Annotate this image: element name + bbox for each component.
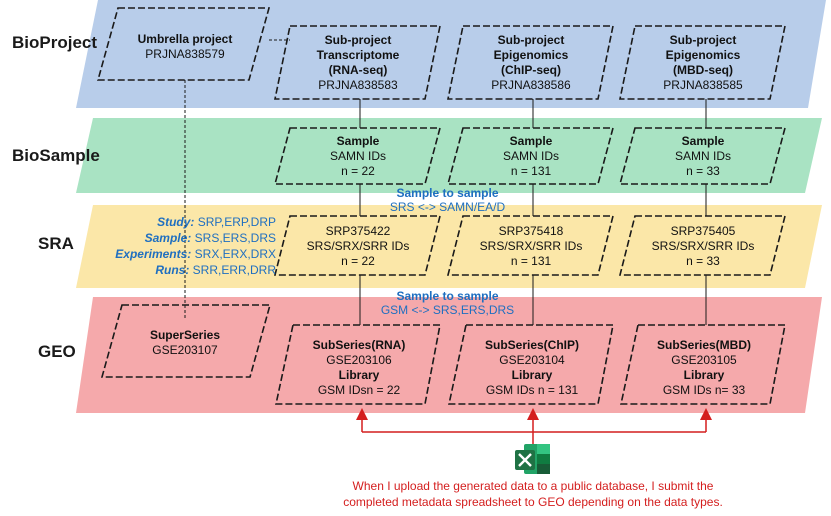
umbrella-project-text: Umbrella project PRJNA838579 <box>115 32 255 62</box>
subproject-rna-l3: (RNA-seq) <box>328 63 388 77</box>
upload-note-line1: When I upload the generated data to a pu… <box>352 479 714 493</box>
subproject-chip-id: PRJNA838586 <box>491 78 571 92</box>
sample-to-sample-upper-title: Sample to sample <box>396 186 499 200</box>
subseries-rna-box <box>275 324 441 405</box>
sra-rna-text: SRP375422 SRS/SRX/SRR IDs n = 22 <box>283 224 433 269</box>
sample-mbd-ids: SAMN IDs <box>674 149 731 163</box>
sra-legend-experiments: Experiments: SRX,ERX,DRX <box>115 247 276 261</box>
subproject-mbd-box <box>619 25 786 100</box>
subproject-mbd-l1: Sub-project <box>669 33 737 47</box>
upload-note: When I upload the generated data to a pu… <box>290 478 776 510</box>
superseries-box <box>100 304 272 378</box>
sample-chip-ids: SAMN IDs <box>502 149 559 163</box>
sra-legend-sample: Sample: SRS,ERS,DRS <box>144 231 276 245</box>
subseries-mbd-lib: Library <box>683 368 725 382</box>
subproject-rna-box <box>274 25 441 100</box>
subseries-rna-lib: Library <box>338 368 380 382</box>
row-label-geo: GEO <box>38 342 76 361</box>
umbrella-project-title: Umbrella project <box>137 32 233 46</box>
geo-band <box>76 297 822 413</box>
subseries-rna-gsm: GSM IDsn = 22 <box>317 383 401 397</box>
sra-chip-n: n = 131 <box>510 254 552 268</box>
sample-mbd-box <box>618 127 787 185</box>
sra-chip-id: SRP375418 <box>498 224 564 238</box>
sra-mbd-n: n = 33 <box>686 254 720 268</box>
upload-note-line2: completed metadata spreadsheet to GEO de… <box>343 495 723 509</box>
subseries-chip-lib: Library <box>511 368 553 382</box>
row-label-bioproject: BioProject <box>12 33 98 52</box>
sra-mbd-ids: SRS/SRX/SRR IDs <box>651 239 755 253</box>
superseries-text: SuperSeries GSE203107 <box>110 328 260 358</box>
sample-rna-ids: SAMN IDs <box>329 149 386 163</box>
solid-connectors <box>359 99 707 325</box>
subseries-chip-id: GSE203104 <box>499 353 565 367</box>
subproject-chip-box <box>447 25 614 100</box>
subproject-rna-l1: Sub-project <box>324 33 392 47</box>
sample-chip-text: Sample SAMN IDs n = 131 <box>456 134 606 179</box>
subproject-mbd-text: Sub-project Epigenomics (MBD-seq) PRJNA8… <box>628 33 778 93</box>
sra-mbd-box <box>618 215 787 276</box>
subproject-mbd-l2: Epigenomics <box>665 48 741 62</box>
sample-to-sample-upper: Sample to sample SRS <-> SAMN/EA/D <box>360 186 535 214</box>
subseries-mbd-gsm: GSM IDs n= 33 <box>662 383 746 397</box>
sample-chip-n: n = 131 <box>510 164 552 178</box>
subseries-mbd-title: SubSeries(MBD) <box>656 338 751 352</box>
sra-legend-runs: Runs: SRR,ERR,DRR <box>155 263 276 277</box>
sra-legend: Study: SRP,ERP,DRP Sample: SRS,ERS,DRS E… <box>96 214 276 278</box>
superseries-title: SuperSeries <box>149 328 221 342</box>
sra-legend-study: Study: SRP,ERP,DRP <box>157 215 276 229</box>
subseries-mbd-id: GSE203105 <box>671 353 737 367</box>
sra-chip-text: SRP375418 SRS/SRX/SRR IDs n = 131 <box>456 224 606 269</box>
subproject-rna-text: Sub-project Transcriptome (RNA-seq) PRJN… <box>283 33 433 93</box>
subseries-mbd-text: SubSeries(MBD) GSE203105 Library GSM IDs… <box>629 338 779 398</box>
biosample-band <box>76 118 822 193</box>
subseries-rna-title: SubSeries(RNA) <box>312 338 406 352</box>
sample-chip-box <box>446 127 615 185</box>
sample-rna-text: Sample SAMN IDs n = 22 <box>283 134 433 179</box>
sample-rna-box <box>273 127 442 185</box>
sample-chip-title: Sample <box>509 134 553 148</box>
sra-rna-ids: SRS/SRX/SRR IDs <box>306 239 410 253</box>
sra-rna-id: SRP375422 <box>325 224 391 238</box>
sample-to-sample-lower: Sample to sample GSM <-> SRS,ERS,DRS <box>360 289 535 317</box>
subseries-chip-gsm: GSM IDs n = 131 <box>485 383 579 397</box>
row-label-biosample: BioSample <box>12 146 100 165</box>
subseries-chip-title: SubSeries(ChIP) <box>484 338 580 352</box>
sample-to-sample-upper-text: SRS <-> SAMN/EA/D <box>389 200 506 214</box>
subseries-mbd-box <box>620 324 786 405</box>
subproject-rna-l2: Transcriptome <box>316 48 400 62</box>
sra-mbd-text: SRP375405 SRS/SRX/SRR IDs n = 33 <box>628 224 778 269</box>
sra-band <box>76 205 822 288</box>
sra-rna-n: n = 22 <box>341 254 375 268</box>
excel-icon <box>515 444 550 474</box>
sample-to-sample-lower-text: GSM <-> SRS,ERS,DRS <box>380 303 515 317</box>
umbrella-project-box <box>96 7 271 81</box>
subproject-chip-l1: Sub-project <box>497 33 565 47</box>
superseries-id: GSE203107 <box>152 343 218 357</box>
upload-arrows <box>356 408 712 448</box>
sample-mbd-text: Sample SAMN IDs n = 33 <box>628 134 778 179</box>
sra-chip-ids: SRS/SRX/SRR IDs <box>479 239 583 253</box>
row-label-sra: SRA <box>38 234 74 253</box>
subseries-chip-box <box>448 324 614 405</box>
subproject-chip-l3: (ChIP-seq) <box>501 63 561 77</box>
sra-mbd-id: SRP375405 <box>670 224 736 238</box>
subseries-rna-id: GSE203106 <box>326 353 392 367</box>
umbrella-project-id: PRJNA838579 <box>145 47 225 61</box>
subproject-chip-l2: Epigenomics <box>493 48 569 62</box>
sample-to-sample-lower-title: Sample to sample <box>396 289 499 303</box>
subseries-rna-text: SubSeries(RNA) GSE203106 Library GSM IDs… <box>284 338 434 398</box>
sra-chip-box <box>446 215 615 276</box>
sample-mbd-n: n = 33 <box>686 164 720 178</box>
sample-rna-n: n = 22 <box>341 164 375 178</box>
sample-rna-title: Sample <box>336 134 380 148</box>
subproject-rna-id: PRJNA838583 <box>318 78 398 92</box>
subproject-mbd-id: PRJNA838585 <box>663 78 743 92</box>
subseries-chip-text: SubSeries(ChIP) GSE203104 Library GSM ID… <box>457 338 607 398</box>
subproject-mbd-l3: (MBD-seq) <box>673 63 733 77</box>
sra-rna-box <box>273 215 442 276</box>
sample-mbd-title: Sample <box>681 134 725 148</box>
subproject-chip-text: Sub-project Epigenomics (ChIP-seq) PRJNA… <box>456 33 606 93</box>
